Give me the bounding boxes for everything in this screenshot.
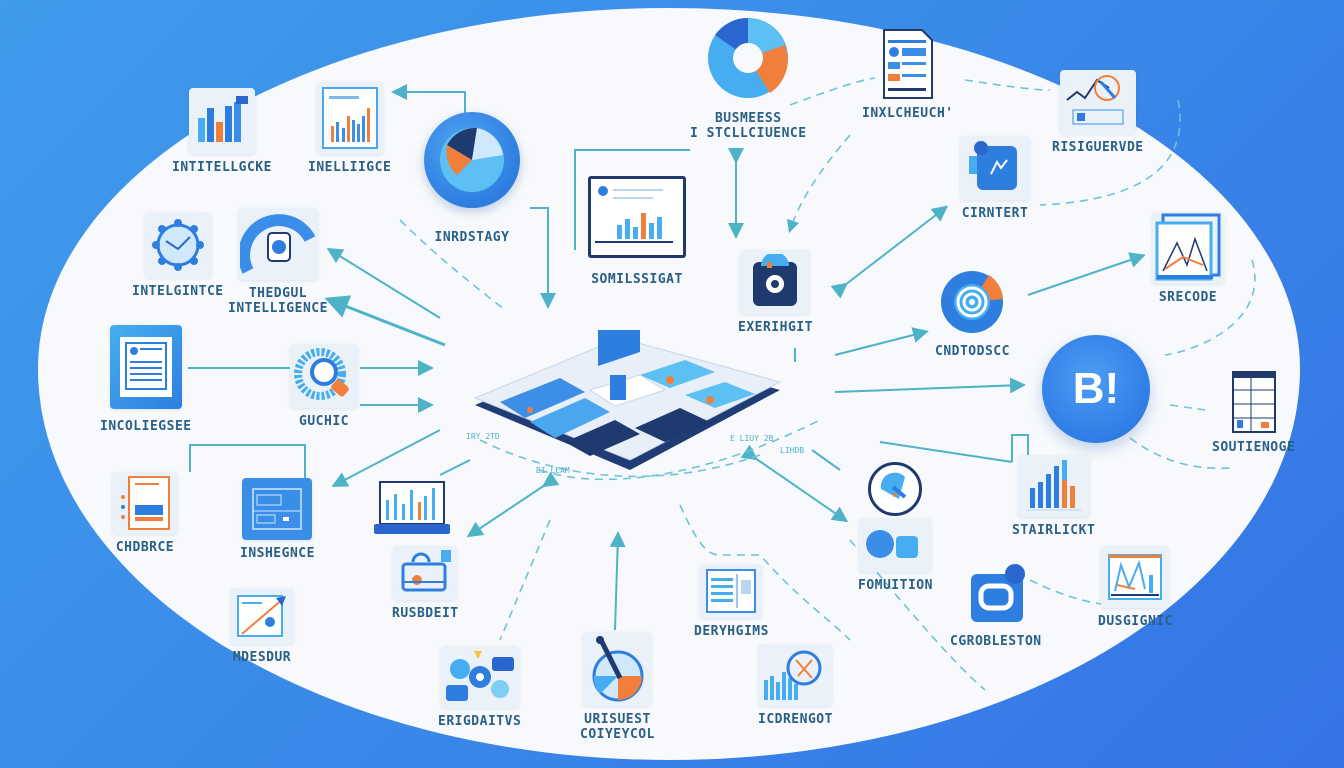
- node-label: INSHEGNCE: [240, 546, 315, 561]
- bi-platform-hub[interactable]: [470, 308, 790, 480]
- annotation-text: LIHDB: [780, 446, 805, 455]
- node-label: CIRNTERT: [961, 206, 1029, 221]
- node-srecode[interactable]: SRECODE: [1152, 212, 1224, 305]
- node-exerihgit[interactable]: EXERIHGIT: [738, 250, 813, 335]
- node-label: FOMUITION: [858, 578, 933, 593]
- node-label: EXERIHGIT: [738, 320, 813, 335]
- pie-gauge-icon: [424, 112, 520, 208]
- node-intitellgcke[interactable]: INTITELLGCKE: [172, 88, 272, 175]
- globe-cloud-icon: [868, 462, 923, 516]
- node-label: SOUTIENOGE: [1212, 440, 1296, 455]
- node-label: GUCHIC: [299, 414, 349, 429]
- node-label: INELLIIGCE: [308, 160, 392, 175]
- bar-chart-icon: [188, 88, 255, 154]
- node-inxlcheuch[interactable]: INXLCHEUCH': [862, 28, 954, 121]
- camera-module-icon: [740, 250, 811, 314]
- node-cndtodscc[interactable]: CNDTODSCC: [935, 266, 1010, 359]
- node-laptop[interactable]: [374, 480, 450, 538]
- line-bar-chart-icon: [1101, 546, 1170, 608]
- node-business-intelligence[interactable]: BUSMEESS I STCLLCIUENCE: [690, 15, 807, 141]
- gears-cluster-icon: [440, 646, 519, 708]
- node-label: INXLCHEUCH': [862, 106, 954, 121]
- node-label: ERIGDAITVS: [438, 714, 522, 729]
- node-erigdaitvs[interactable]: ERIGDAITVS: [438, 646, 521, 729]
- node-label: INTELLIGENCE: [228, 301, 328, 316]
- node-label: THEDGUL: [248, 286, 308, 301]
- node-label: RUSBDEIT: [392, 606, 459, 621]
- isometric-dashboard-icon: [473, 308, 782, 470]
- node-stairlickt[interactable]: STAIRLICKT: [1012, 455, 1095, 538]
- node-label: INRDSTAGY: [434, 230, 510, 245]
- puzzle-app-icon: [960, 136, 1030, 200]
- analytics-magnifier-icon: [758, 644, 833, 706]
- node-inshegnce[interactable]: INSHEGNCE: [240, 478, 315, 561]
- node-label: INCOLIEGSEE: [100, 419, 192, 434]
- node-icdrengot[interactable]: ICDRENGOT: [758, 644, 833, 727]
- document-frame-icon: [109, 325, 182, 409]
- donut-chart-icon: [705, 15, 791, 101]
- node-label: STAIRLICKT: [1012, 523, 1096, 538]
- node-guchic[interactable]: GUCHIC: [290, 344, 358, 429]
- node-dusgignic[interactable]: DUSGIGNIC: [1098, 546, 1173, 629]
- briefcase-icon: [393, 546, 458, 600]
- node-somilssigat[interactable]: SOMILSSIGAT: [588, 176, 686, 287]
- annotation-text: E LIUY 2B: [730, 434, 774, 443]
- line-analytics-icon: [1059, 70, 1136, 134]
- node-fomuition[interactable]: FOMUITION: [858, 462, 933, 593]
- node-label: MDESDUR: [232, 650, 292, 665]
- bi-badge[interactable]: B!: [1042, 335, 1150, 443]
- node-label: SRECODE: [1158, 290, 1218, 305]
- node-label: CNDTODSCC: [935, 344, 1010, 359]
- magnifier-ring-icon: [290, 344, 358, 408]
- node-label: ICDRENGOT: [758, 712, 833, 727]
- document-icon: [877, 28, 939, 100]
- chat-bubble-icon: [961, 564, 1031, 628]
- node-label: SOMILSSIGAT: [591, 272, 683, 287]
- network-gear-icon: [144, 212, 211, 278]
- annotation-text: IRY 2TD: [466, 432, 500, 441]
- node-incoliegsee[interactable]: INCOLIEGSEE: [100, 325, 192, 434]
- node-intelgintce[interactable]: INTELGINTCE: [132, 212, 224, 299]
- node-risiguervde[interactable]: RISIGUERVDE: [1052, 70, 1144, 155]
- stacked-bar-icon: [1017, 455, 1090, 517]
- node-label: CGROBLESTON: [950, 634, 1042, 649]
- node-label: BUSMEESS: [714, 111, 782, 126]
- spreadsheet-icon: [1224, 370, 1284, 434]
- annotation-text: BI LEAM: [536, 466, 570, 475]
- node-label: URISUEST: [584, 712, 651, 727]
- checklist-report-icon: [112, 472, 178, 534]
- node-deryhgims[interactable]: DERYHGIMS: [694, 564, 769, 639]
- dashboard-screen-icon: [242, 478, 313, 540]
- bi-logo: B!: [1042, 335, 1150, 443]
- node-label: DERYHGIMS: [694, 624, 769, 639]
- trend-arrow-icon: [230, 588, 294, 644]
- laptop-chart-icon: [374, 480, 450, 538]
- node-mdesdur[interactable]: MDESDUR: [230, 588, 294, 665]
- node-soutienoge[interactable]: SOUTIENOGE: [1212, 370, 1295, 455]
- node-label: CHDBRCE: [115, 540, 175, 555]
- node-cgrobleston[interactable]: CGROBLESTON: [950, 564, 1042, 649]
- node-thedgul-intelligence[interactable]: THEDGUL INTELLIGENCE: [228, 208, 328, 316]
- target-icon: [936, 266, 1008, 338]
- node-urisuest-coiyeycol[interactable]: URISUEST COIYEYCOL: [580, 632, 655, 742]
- node-inrdstagy[interactable]: INRDSTAGY: [424, 112, 520, 245]
- node-label: DUSGIGNIC: [1098, 614, 1173, 629]
- node-cirntert[interactable]: CIRNTERT: [960, 136, 1030, 221]
- node-rusbdeit[interactable]: RUSBDEIT: [392, 546, 459, 621]
- monitor-chart-icon: [588, 176, 686, 258]
- node-label: I STCLLCIUENCE: [690, 126, 807, 141]
- gauge-device-icon: [237, 208, 318, 280]
- cloud-shapes-icon: [859, 518, 932, 572]
- node-chdbrce[interactable]: CHDBRCE: [112, 472, 178, 555]
- node-label: INTITELLGCKE: [172, 160, 272, 175]
- compass-pie-icon: [583, 632, 652, 706]
- node-label: INTELGINTCE: [132, 284, 224, 299]
- report-chart-icon: [316, 82, 383, 154]
- node-label: RISIGUERVDE: [1052, 140, 1144, 155]
- table-doc-icon: [700, 564, 763, 618]
- node-inelliigce[interactable]: INELLIIGCE: [308, 82, 391, 175]
- mountain-chart-icon: [1152, 212, 1224, 284]
- node-label: COIYEYCOL: [580, 727, 655, 742]
